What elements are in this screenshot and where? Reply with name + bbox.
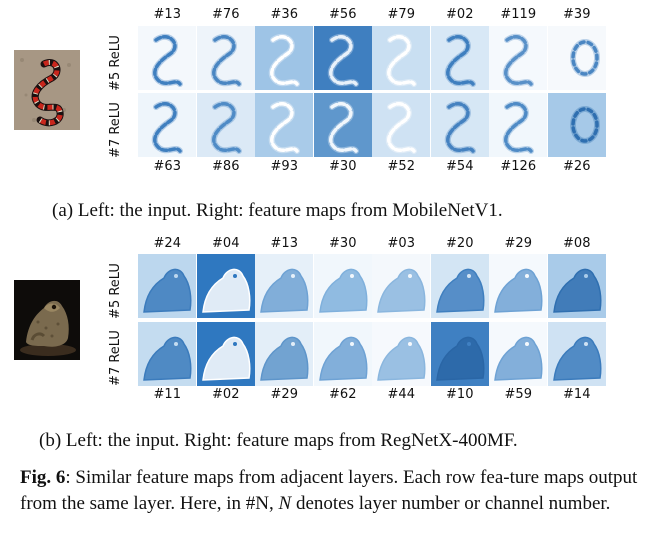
feature-map-b-row2 xyxy=(313,322,372,386)
feature-map-b-row1 xyxy=(138,254,196,318)
feature-map-a-row1 xyxy=(547,26,606,90)
feature-map-a-row2 xyxy=(196,93,255,157)
feature-map-a-row1 xyxy=(372,26,430,90)
channel-label-top-b: #20 xyxy=(446,236,474,251)
feature-map-a-row1 xyxy=(138,26,196,90)
row-label-7-relu-b: #7 ReLU xyxy=(108,330,123,386)
channel-label-top-a: #56 xyxy=(329,7,357,22)
feature-map-b-row2 xyxy=(547,322,606,386)
row-label-7-relu: #7 ReLU xyxy=(108,102,123,158)
channel-label-top-b: #30 xyxy=(329,236,357,251)
subcaption-b: (b) Left: the input. Right: feature maps… xyxy=(39,430,518,451)
feature-map-b-row1 xyxy=(372,254,430,318)
channel-label-top-a: #13 xyxy=(153,7,181,22)
channel-label-bottom-a: #86 xyxy=(212,159,240,174)
feature-map-a-row1 xyxy=(255,26,313,90)
channel-label-top-b: #04 xyxy=(212,236,240,251)
channel-label-bottom-a: #93 xyxy=(270,159,298,174)
feature-map-a-row1 xyxy=(489,26,547,90)
feature-map-b-row2 xyxy=(255,322,313,386)
channel-label-bottom-a: #30 xyxy=(329,159,357,174)
feature-map-b-row1 xyxy=(430,254,489,318)
channel-label-top-b: #08 xyxy=(563,236,591,251)
feature-map-a-row2 xyxy=(489,93,547,157)
channel-label-top-b: #13 xyxy=(270,236,298,251)
channel-label-bottom-b: #29 xyxy=(270,387,298,402)
subcaption-a: (a) Left: the input. Right: feature maps… xyxy=(52,200,503,221)
snake-input-image xyxy=(14,50,80,130)
feature-map-a-row1 xyxy=(196,26,255,90)
channel-label-top-b: #24 xyxy=(153,236,181,251)
feature-map-b-row2 xyxy=(372,322,430,386)
channel-label-bottom-a: #63 xyxy=(153,159,181,174)
channel-label-bottom-b: #62 xyxy=(329,387,357,402)
channel-label-bottom-b: #14 xyxy=(563,387,591,402)
feature-map-b-row2 xyxy=(489,322,547,386)
feature-map-a-row2 xyxy=(547,93,606,157)
feature-map-a-row2 xyxy=(255,93,313,157)
channel-label-top-b: #03 xyxy=(387,236,415,251)
channel-label-bottom-b: #59 xyxy=(504,387,532,402)
channel-label-bottom-a: #26 xyxy=(563,159,591,174)
channel-label-top-a: #79 xyxy=(387,7,415,22)
channel-label-top-a: #76 xyxy=(212,7,240,22)
feature-map-b-row1 xyxy=(313,254,372,318)
feature-map-b-row1 xyxy=(489,254,547,318)
feature-map-a-row2 xyxy=(313,93,372,157)
figure-label: Fig. 6 xyxy=(20,467,66,488)
channel-label-bottom-b: #11 xyxy=(153,387,181,402)
feature-map-b-row1 xyxy=(255,254,313,318)
feature-map-b-row1 xyxy=(547,254,606,318)
feature-map-b-row1 xyxy=(196,254,255,318)
channel-label-top-b: #29 xyxy=(504,236,532,251)
channel-label-bottom-b: #10 xyxy=(446,387,474,402)
caption-text-1: : Similar feature maps from adjacent lay… xyxy=(20,467,638,514)
feature-map-a-row2 xyxy=(138,93,196,157)
feature-map-a-row2 xyxy=(372,93,430,157)
row-label-5-relu: #5 ReLU xyxy=(108,35,123,91)
channel-label-bottom-a: #54 xyxy=(446,159,474,174)
row-label-5-relu-b: #5 ReLU xyxy=(108,263,123,319)
feature-map-b-row2 xyxy=(138,322,196,386)
channel-label-top-a: #02 xyxy=(446,7,474,22)
channel-label-bottom-b: #44 xyxy=(387,387,415,402)
feature-map-b-row2 xyxy=(430,322,489,386)
channel-label-bottom-a: #126 xyxy=(500,159,537,174)
caption-text-2: denotes layer number or channel number. xyxy=(291,493,611,514)
channel-label-bottom-a: #52 xyxy=(387,159,415,174)
channel-label-top-a: #119 xyxy=(500,7,537,22)
channel-label-bottom-b: #02 xyxy=(212,387,240,402)
feature-map-a-row1 xyxy=(313,26,372,90)
caption-italic-n: N xyxy=(278,493,292,514)
feature-map-a-row1 xyxy=(430,26,489,90)
frog-input-image xyxy=(14,280,80,360)
channel-label-top-a: #36 xyxy=(270,7,298,22)
feature-map-a-row2 xyxy=(430,93,489,157)
figure-caption: Fig. 6: Similar feature maps from adjace… xyxy=(20,465,650,517)
channel-label-top-a: #39 xyxy=(563,7,591,22)
feature-map-b-row2 xyxy=(196,322,255,386)
